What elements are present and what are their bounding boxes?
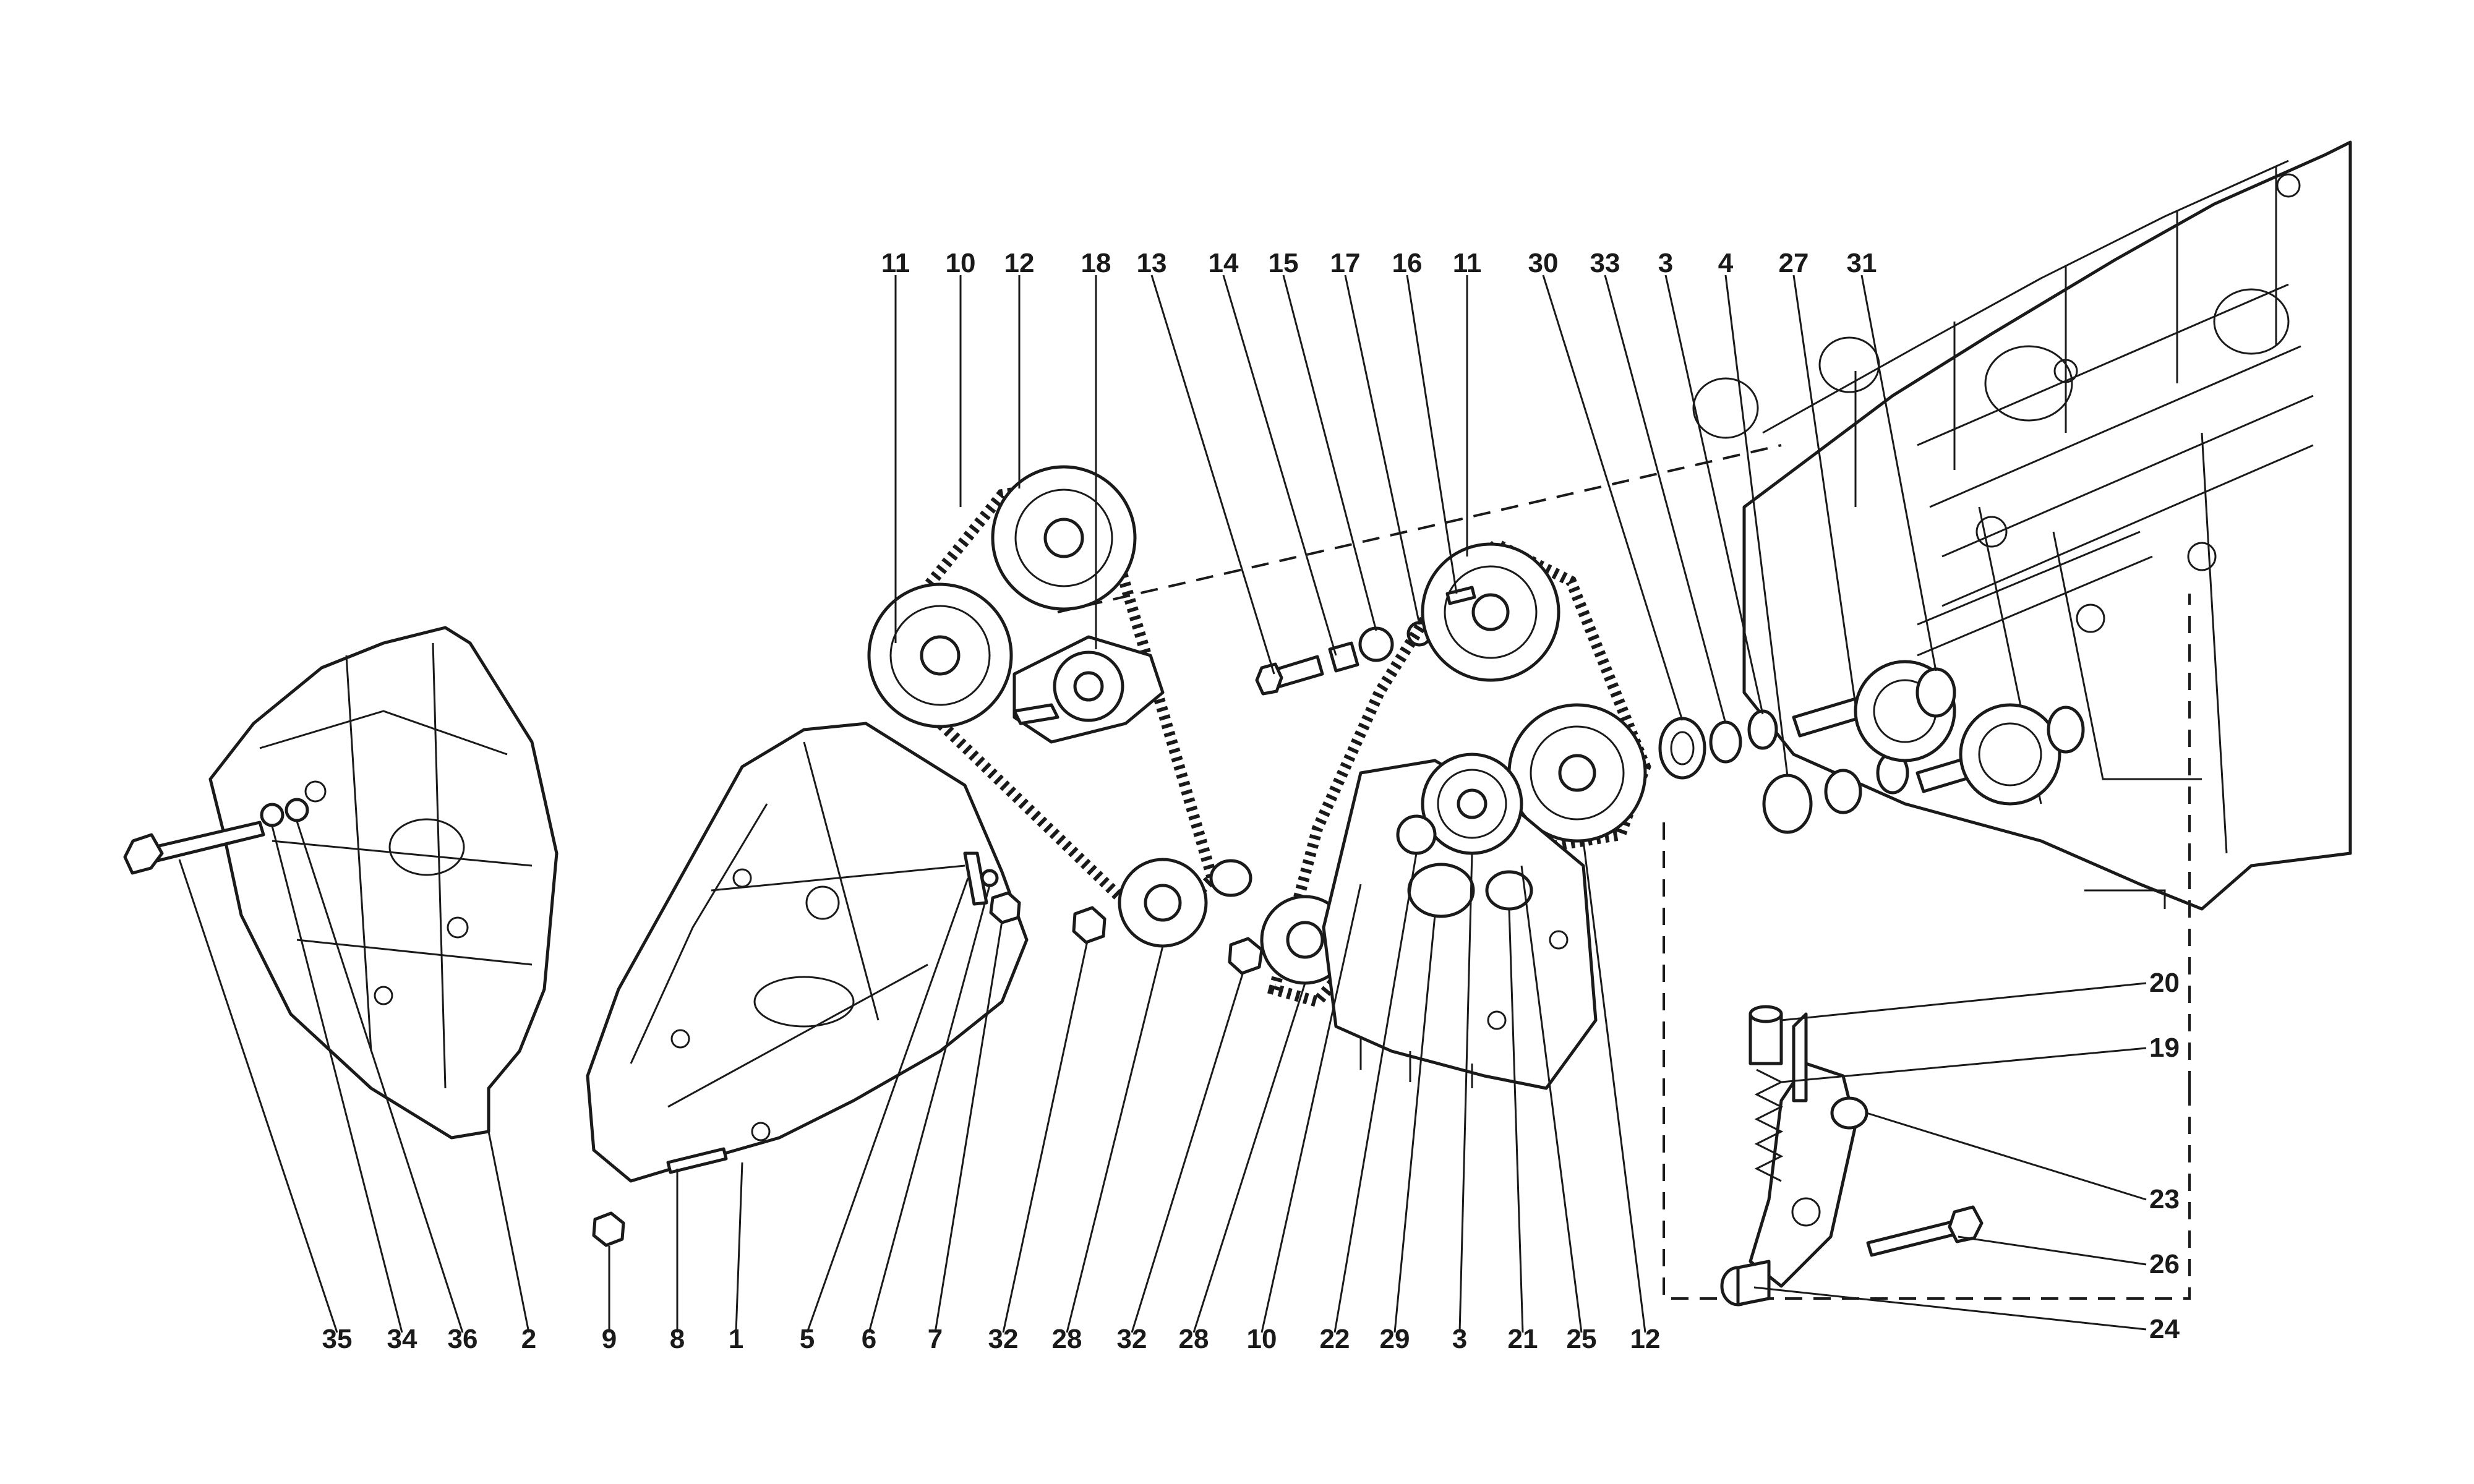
callout-label: 4 <box>1718 248 1734 278</box>
callout-label: 2 <box>521 1324 536 1354</box>
bearing-30 <box>1658 717 1706 780</box>
washer-34 <box>260 803 285 827</box>
callout-label: 11 <box>881 248 910 278</box>
bolt-13 <box>1255 655 1324 696</box>
seal-29 <box>1407 863 1475 918</box>
spacer-32 <box>1209 859 1252 897</box>
washer-6 <box>980 869 999 887</box>
bottom-labels: 35 34 36 2 9 8 1 5 6 7 32 28 32 28 10 22… <box>322 1324 1661 1354</box>
bearing-31 <box>1915 667 1956 718</box>
bearing-31b <box>2047 706 2085 754</box>
callout-label: 6 <box>862 1324 876 1354</box>
callout-label: 34 <box>387 1324 417 1354</box>
bolt-26 <box>1866 1205 1984 1257</box>
callout-label: 24 <box>2149 1314 2180 1344</box>
callout-label: 22 <box>1320 1324 1350 1354</box>
callout-label: 17 <box>1330 248 1361 278</box>
lock-washer-14 <box>1328 641 1359 673</box>
leader-lines <box>178 275 2147 1333</box>
spring-19 <box>1754 1068 1784 1182</box>
circlip-33 <box>1709 720 1742 764</box>
callout-label: 15 <box>1269 248 1299 278</box>
washer-4b <box>1824 769 1862 814</box>
assembly-guide-lines <box>1057 444 2191 1300</box>
callout-label: 32 <box>1117 1324 1147 1354</box>
callout-label: 28 <box>1052 1324 1082 1354</box>
nut-32 <box>1228 937 1264 975</box>
callout-label: 8 <box>670 1324 685 1354</box>
bearing-4 <box>1762 774 1813 834</box>
callout-label: 5 <box>800 1324 815 1354</box>
callout-label: 36 <box>448 1324 478 1354</box>
callout-label: 13 <box>1137 248 1167 278</box>
crankshaft-gear-21 <box>1421 753 1523 855</box>
callout-label: 26 <box>2149 1249 2180 1279</box>
left-belt-drive <box>867 465 1219 948</box>
callout-label: 12 <box>1004 248 1035 278</box>
washer-36 <box>285 798 309 822</box>
callout-label: 30 <box>1528 248 1559 278</box>
callout-label: 33 <box>1590 248 1620 278</box>
washer-15 <box>1358 626 1394 662</box>
tensioner-lever-assembly <box>1748 1012 1868 1288</box>
callout-label: 25 <box>1567 1324 1597 1354</box>
callout-label: 7 <box>928 1324 943 1354</box>
callout-label: 16 <box>1392 248 1423 278</box>
belt-tensioner-18 <box>1012 635 1165 744</box>
top-labels: 11 10 12 18 13 14 15 17 16 11 30 33 3 4 … <box>881 248 1877 278</box>
callout-label: 28 <box>1179 1324 1209 1354</box>
callout-label: 35 <box>322 1324 353 1354</box>
callout-label: 29 <box>1380 1324 1410 1354</box>
plunger-20 <box>1748 1005 1783 1065</box>
callout-label: 9 <box>602 1324 617 1354</box>
nut-7 <box>989 891 1021 924</box>
right-labels: 20 19 23 26 24 <box>2149 968 2180 1344</box>
callout-label: 1 <box>729 1324 743 1354</box>
pin-16 <box>1445 586 1476 605</box>
callout-label: 18 <box>1081 248 1111 278</box>
callout-label: 21 <box>1508 1324 1538 1354</box>
gear-31 <box>1915 703 2061 806</box>
callout-label: 20 <box>2149 968 2180 998</box>
callout-label: 3 <box>1658 248 1673 278</box>
callout-label: 19 <box>2149 1033 2180 1063</box>
bushing-24 <box>1720 1260 1771 1307</box>
callout-label: 23 <box>2149 1184 2180 1214</box>
nut-32-left <box>1072 906 1106 944</box>
cover-bolt <box>123 821 265 875</box>
callout-label: 10 <box>1247 1324 1277 1354</box>
stud-8 <box>666 1147 728 1174</box>
inner-timing-cover <box>586 722 1029 1183</box>
nut-9 <box>592 1211 625 1247</box>
callout-label: 27 <box>1779 248 1809 278</box>
callout-label: 32 <box>988 1324 1019 1354</box>
callout-label: 11 <box>1453 248 1482 278</box>
washer-22 <box>1396 814 1437 855</box>
callout-label: 3 <box>1452 1324 1467 1354</box>
circlip-3 <box>1747 709 1778 750</box>
outer-timing-cover <box>208 626 559 1140</box>
stud-5 <box>963 851 988 906</box>
callout-label: 12 <box>1630 1324 1661 1354</box>
callout-label: 31 <box>1847 248 1877 278</box>
callout-label: 10 <box>946 248 976 278</box>
callout-label: 14 <box>1209 248 1239 278</box>
